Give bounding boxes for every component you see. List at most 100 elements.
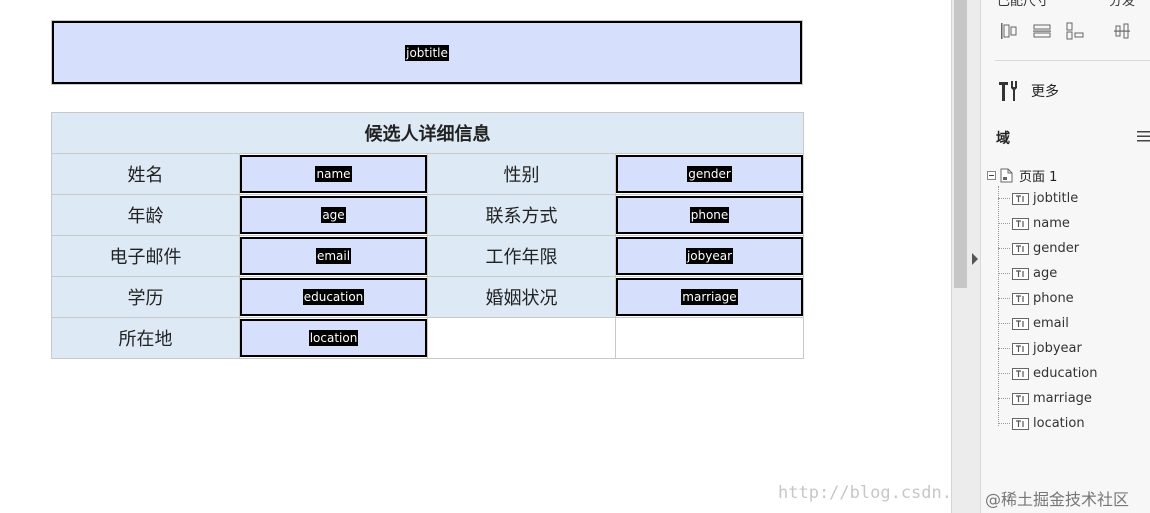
watermark-brand: @稀土掘金技术社区 (985, 490, 1130, 509)
table-row: 学历 education 婚姻状况 marriage (51, 276, 804, 318)
collapse-icon[interactable] (987, 170, 996, 180)
empty-cell (427, 317, 616, 359)
tree-field-education[interactable]: education (998, 361, 1098, 386)
panel-splitter[interactable] (951, 0, 981, 513)
watermark-url: http://blog.csdn.net/ (778, 483, 993, 503)
label-cell: 性别 (427, 153, 616, 195)
email-form-field[interactable]: email (240, 237, 427, 275)
text-field-icon (1012, 417, 1029, 430)
field-name-tag: gender (687, 166, 732, 182)
tree-field-label: jobtitle (1033, 191, 1079, 206)
fields-tree: 页面 1 jobtitle name gender age phone emai… (987, 164, 1098, 436)
more-label: 更多 (1031, 84, 1059, 100)
text-field-icon (1012, 367, 1029, 380)
more-tools-button[interactable]: 更多 (997, 79, 1059, 103)
tree-field-label: phone (1033, 291, 1074, 306)
align-section-label: 已配尺寸 (997, 0, 1050, 9)
fields-section-title: 域 (996, 131, 1010, 147)
tree-field-label: marriage (1033, 391, 1092, 406)
distribute-section-label: 分发 (1109, 0, 1136, 9)
tree-field-jobtitle[interactable]: jobtitle (998, 186, 1098, 211)
gender-form-field[interactable]: gender (616, 155, 803, 193)
tree-field-label: jobyear (1033, 341, 1082, 356)
gender-field-cell: gender (615, 153, 804, 195)
panel-divider (995, 60, 1150, 61)
properties-panel: 已配尺寸 分发 更多 域 (981, 0, 1150, 513)
marriage-field-cell: marriage (615, 276, 804, 318)
align-bottom-icon[interactable] (1065, 20, 1085, 42)
align-center-icon[interactable] (1032, 20, 1052, 42)
tree-root-label: 页面 1 (1019, 169, 1058, 185)
age-form-field[interactable]: age (240, 196, 427, 234)
name-form-field[interactable]: name (240, 155, 427, 193)
table-row: 所在地 location (51, 317, 804, 359)
tree-field-label: location (1033, 416, 1085, 431)
align-more-icon[interactable] (1145, 20, 1150, 42)
candidate-info-table: 候选人详细信息 姓名 name 性别 gender 年龄 age (51, 112, 804, 359)
text-field-icon (1012, 292, 1029, 305)
field-name-tag: age (321, 207, 346, 223)
jobyear-field-cell: jobyear (615, 235, 804, 277)
location-form-field[interactable]: location (240, 319, 427, 357)
tree-field-marriage[interactable]: marriage (998, 386, 1098, 411)
jobtitle-form-field[interactable]: jobtitle (52, 21, 802, 84)
label-cell: 学历 (51, 276, 240, 318)
label-cell: 年龄 (51, 194, 240, 236)
text-field-icon (1012, 267, 1029, 280)
table-row: 电子邮件 email 工作年限 jobyear (51, 235, 804, 277)
text-field-icon (1012, 217, 1029, 230)
tree-field-label: name (1033, 216, 1070, 231)
tree-field-age[interactable]: age (998, 261, 1098, 286)
table-row: 年龄 age 联系方式 phone (51, 194, 804, 236)
field-name-tag: phone (689, 207, 730, 223)
hamburger-menu-icon[interactable] (1137, 129, 1150, 143)
tree-field-location[interactable]: location (998, 411, 1098, 436)
text-field-icon (1012, 392, 1029, 405)
field-name-tag: jobyear (685, 248, 734, 264)
document-canvas: jobtitle 候选人详细信息 姓名 name 性别 gender 年龄 (51, 21, 993, 503)
tree-root-page[interactable]: 页面 1 (987, 164, 1098, 186)
scrollbar-thumb[interactable] (954, 0, 967, 288)
location-field-cell: location (239, 317, 428, 359)
field-name-tag: marriage (681, 289, 738, 305)
field-name-tag: email (315, 248, 352, 264)
tree-field-phone[interactable]: phone (998, 286, 1098, 311)
tree-field-gender[interactable]: gender (998, 236, 1098, 261)
align-toolbar (999, 20, 1150, 42)
tree-field-label: age (1033, 266, 1058, 281)
name-field-cell: name (239, 153, 428, 195)
align-left-icon[interactable] (999, 20, 1019, 42)
tree-field-label: email (1033, 316, 1069, 331)
text-field-icon (1012, 192, 1029, 205)
expand-arrow-icon[interactable] (972, 253, 978, 265)
tree-field-jobyear[interactable]: jobyear (998, 336, 1098, 361)
phone-form-field[interactable]: phone (616, 196, 803, 234)
page-icon (1000, 168, 1013, 182)
field-name-tag: name (315, 166, 352, 182)
label-cell: 姓名 (51, 153, 240, 195)
tree-guide-line (998, 186, 999, 426)
tools-icon (999, 81, 1017, 101)
tree-field-label: education (1033, 366, 1098, 381)
label-cell: 婚姻状况 (427, 276, 616, 318)
field-name-tag: jobtitle (405, 44, 449, 61)
label-cell: 所在地 (51, 317, 240, 359)
empty-cell (615, 317, 804, 359)
tree-field-email[interactable]: email (998, 311, 1098, 336)
label-cell: 工作年限 (427, 235, 616, 277)
marriage-form-field[interactable]: marriage (616, 278, 803, 316)
education-form-field[interactable]: education (240, 278, 427, 316)
tree-field-label: gender (1033, 241, 1080, 256)
label-cell: 联系方式 (427, 194, 616, 236)
label-cell: 电子邮件 (51, 235, 240, 277)
age-field-cell: age (239, 194, 428, 236)
table-row: 姓名 name 性别 gender (51, 153, 804, 195)
field-name-tag: location (308, 330, 359, 346)
field-name-tag: education (302, 289, 365, 305)
tree-field-name[interactable]: name (998, 211, 1098, 236)
phone-field-cell: phone (615, 194, 804, 236)
align-middle-icon[interactable] (1112, 20, 1132, 42)
text-field-icon (1012, 242, 1029, 255)
jobyear-form-field[interactable]: jobyear (616, 237, 803, 275)
text-field-icon (1012, 317, 1029, 330)
